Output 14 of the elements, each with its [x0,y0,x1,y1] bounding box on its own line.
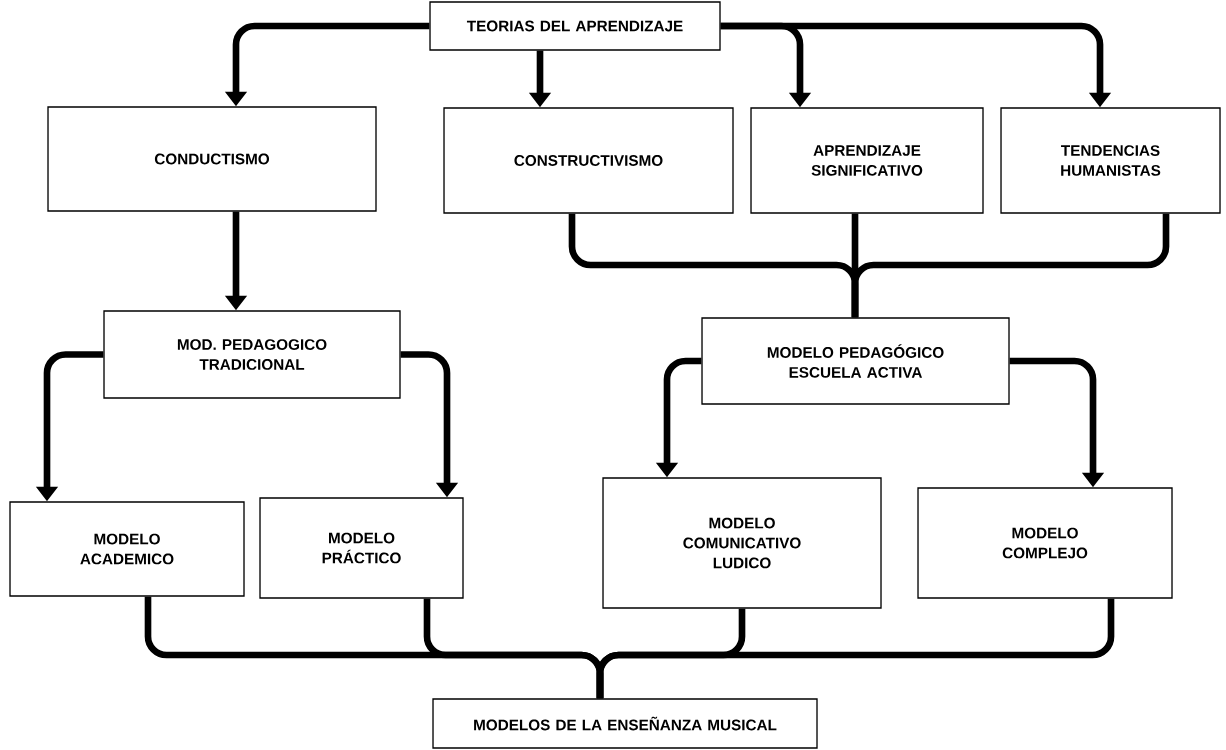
concept-box: MODELO PEDAGÓGICO ESCUELA ACTIVA [701,317,1010,405]
connector-line [596,598,1115,699]
concept-box: CONSTRUCTIVISMO [443,107,734,214]
concept-box: MODELO COMUNICATIVO LUDICO [602,477,882,609]
concept-box: TEORIAS DEL APRENDIZAJE [429,1,721,51]
concept-box: MODELO COMPLEJO [917,487,1173,599]
concept-box: MODELO ACADEMICO [9,501,245,597]
concept-box: APRENDIZAJE SIGNIFICATIVO [750,107,984,214]
concept-box: CONDUCTISMO [47,106,377,212]
concept-box: MODELOS DE LA ENSEÑANZA MUSICAL [432,698,818,749]
concept-box: TENDENCIAS HUMANISTAS [1000,107,1221,214]
concept-box: MOD. PEDAGOGICO TRADICIONAL [103,310,401,399]
concept-box: MODELO PRÁCTICO [259,497,464,599]
connector-line [851,213,1170,318]
